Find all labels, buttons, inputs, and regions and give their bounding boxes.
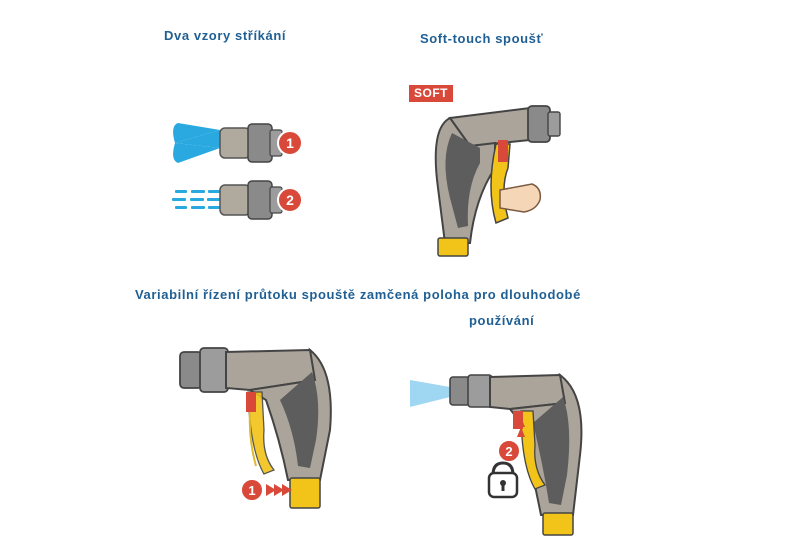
arrow-icon <box>266 484 292 496</box>
spray-gun <box>434 105 561 257</box>
lock-step-2-badge <box>497 439 521 463</box>
soft-badge: SOFT <box>409 85 453 102</box>
pattern-1-number: 1 <box>286 135 294 151</box>
finger-icon <box>499 183 542 213</box>
lock-step-2-number: 2 <box>505 444 512 459</box>
spray-gun <box>449 372 583 536</box>
spray-gun <box>179 347 332 509</box>
soft-touch-trigger-illustration <box>434 105 561 257</box>
pattern-2-badge <box>277 187 303 213</box>
arrow-icon <box>517 417 525 437</box>
variable-flow-illustration: 1 <box>179 347 332 509</box>
pattern-2-number: 2 <box>286 192 294 208</box>
locked-position-illustration: 2 <box>410 372 583 536</box>
caption-variable-flow-control: Variabilní řízení průtoku spouště zamčen… <box>135 287 581 302</box>
nozzle-2 <box>219 180 283 220</box>
caption-long-use: používání <box>469 313 535 328</box>
pattern-1-badge <box>277 130 303 156</box>
jet-spray-icon <box>172 190 220 209</box>
flow-step-1-number: 1 <box>248 483 255 498</box>
caption-two-spray-patterns: Dva vzory stříkání <box>164 28 287 43</box>
nozzle-1 <box>219 123 283 163</box>
flow-step-1-badge <box>240 478 264 502</box>
cone-spray-icon <box>175 130 220 148</box>
padlock-icon <box>487 461 519 499</box>
two-spray-patterns-illustration: 1 2 <box>172 123 303 220</box>
mist-spray-icon <box>410 380 450 407</box>
caption-soft-touch-trigger: Soft-touch spoušť <box>420 31 544 46</box>
